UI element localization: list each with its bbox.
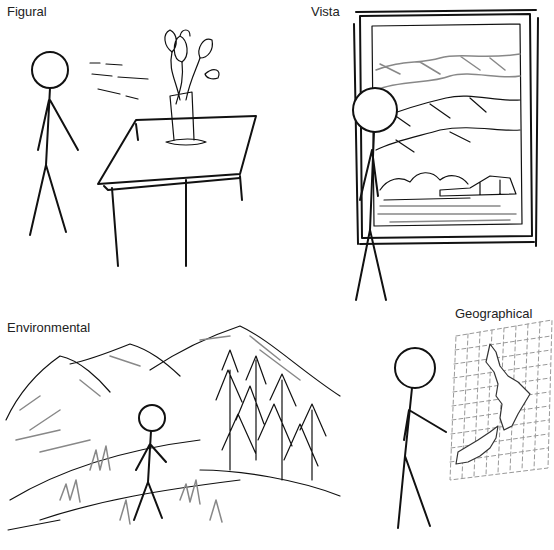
- panel-label: Environmental: [6, 320, 91, 335]
- vista-scene: [353, 10, 538, 300]
- figural-scene: [30, 30, 256, 266]
- panel-label: Figural: [6, 4, 48, 19]
- panel-label: Geographical: [454, 306, 533, 321]
- panel-label: Vista: [310, 4, 341, 19]
- geographical-scene: [395, 320, 552, 528]
- environmental-scene: [6, 326, 340, 530]
